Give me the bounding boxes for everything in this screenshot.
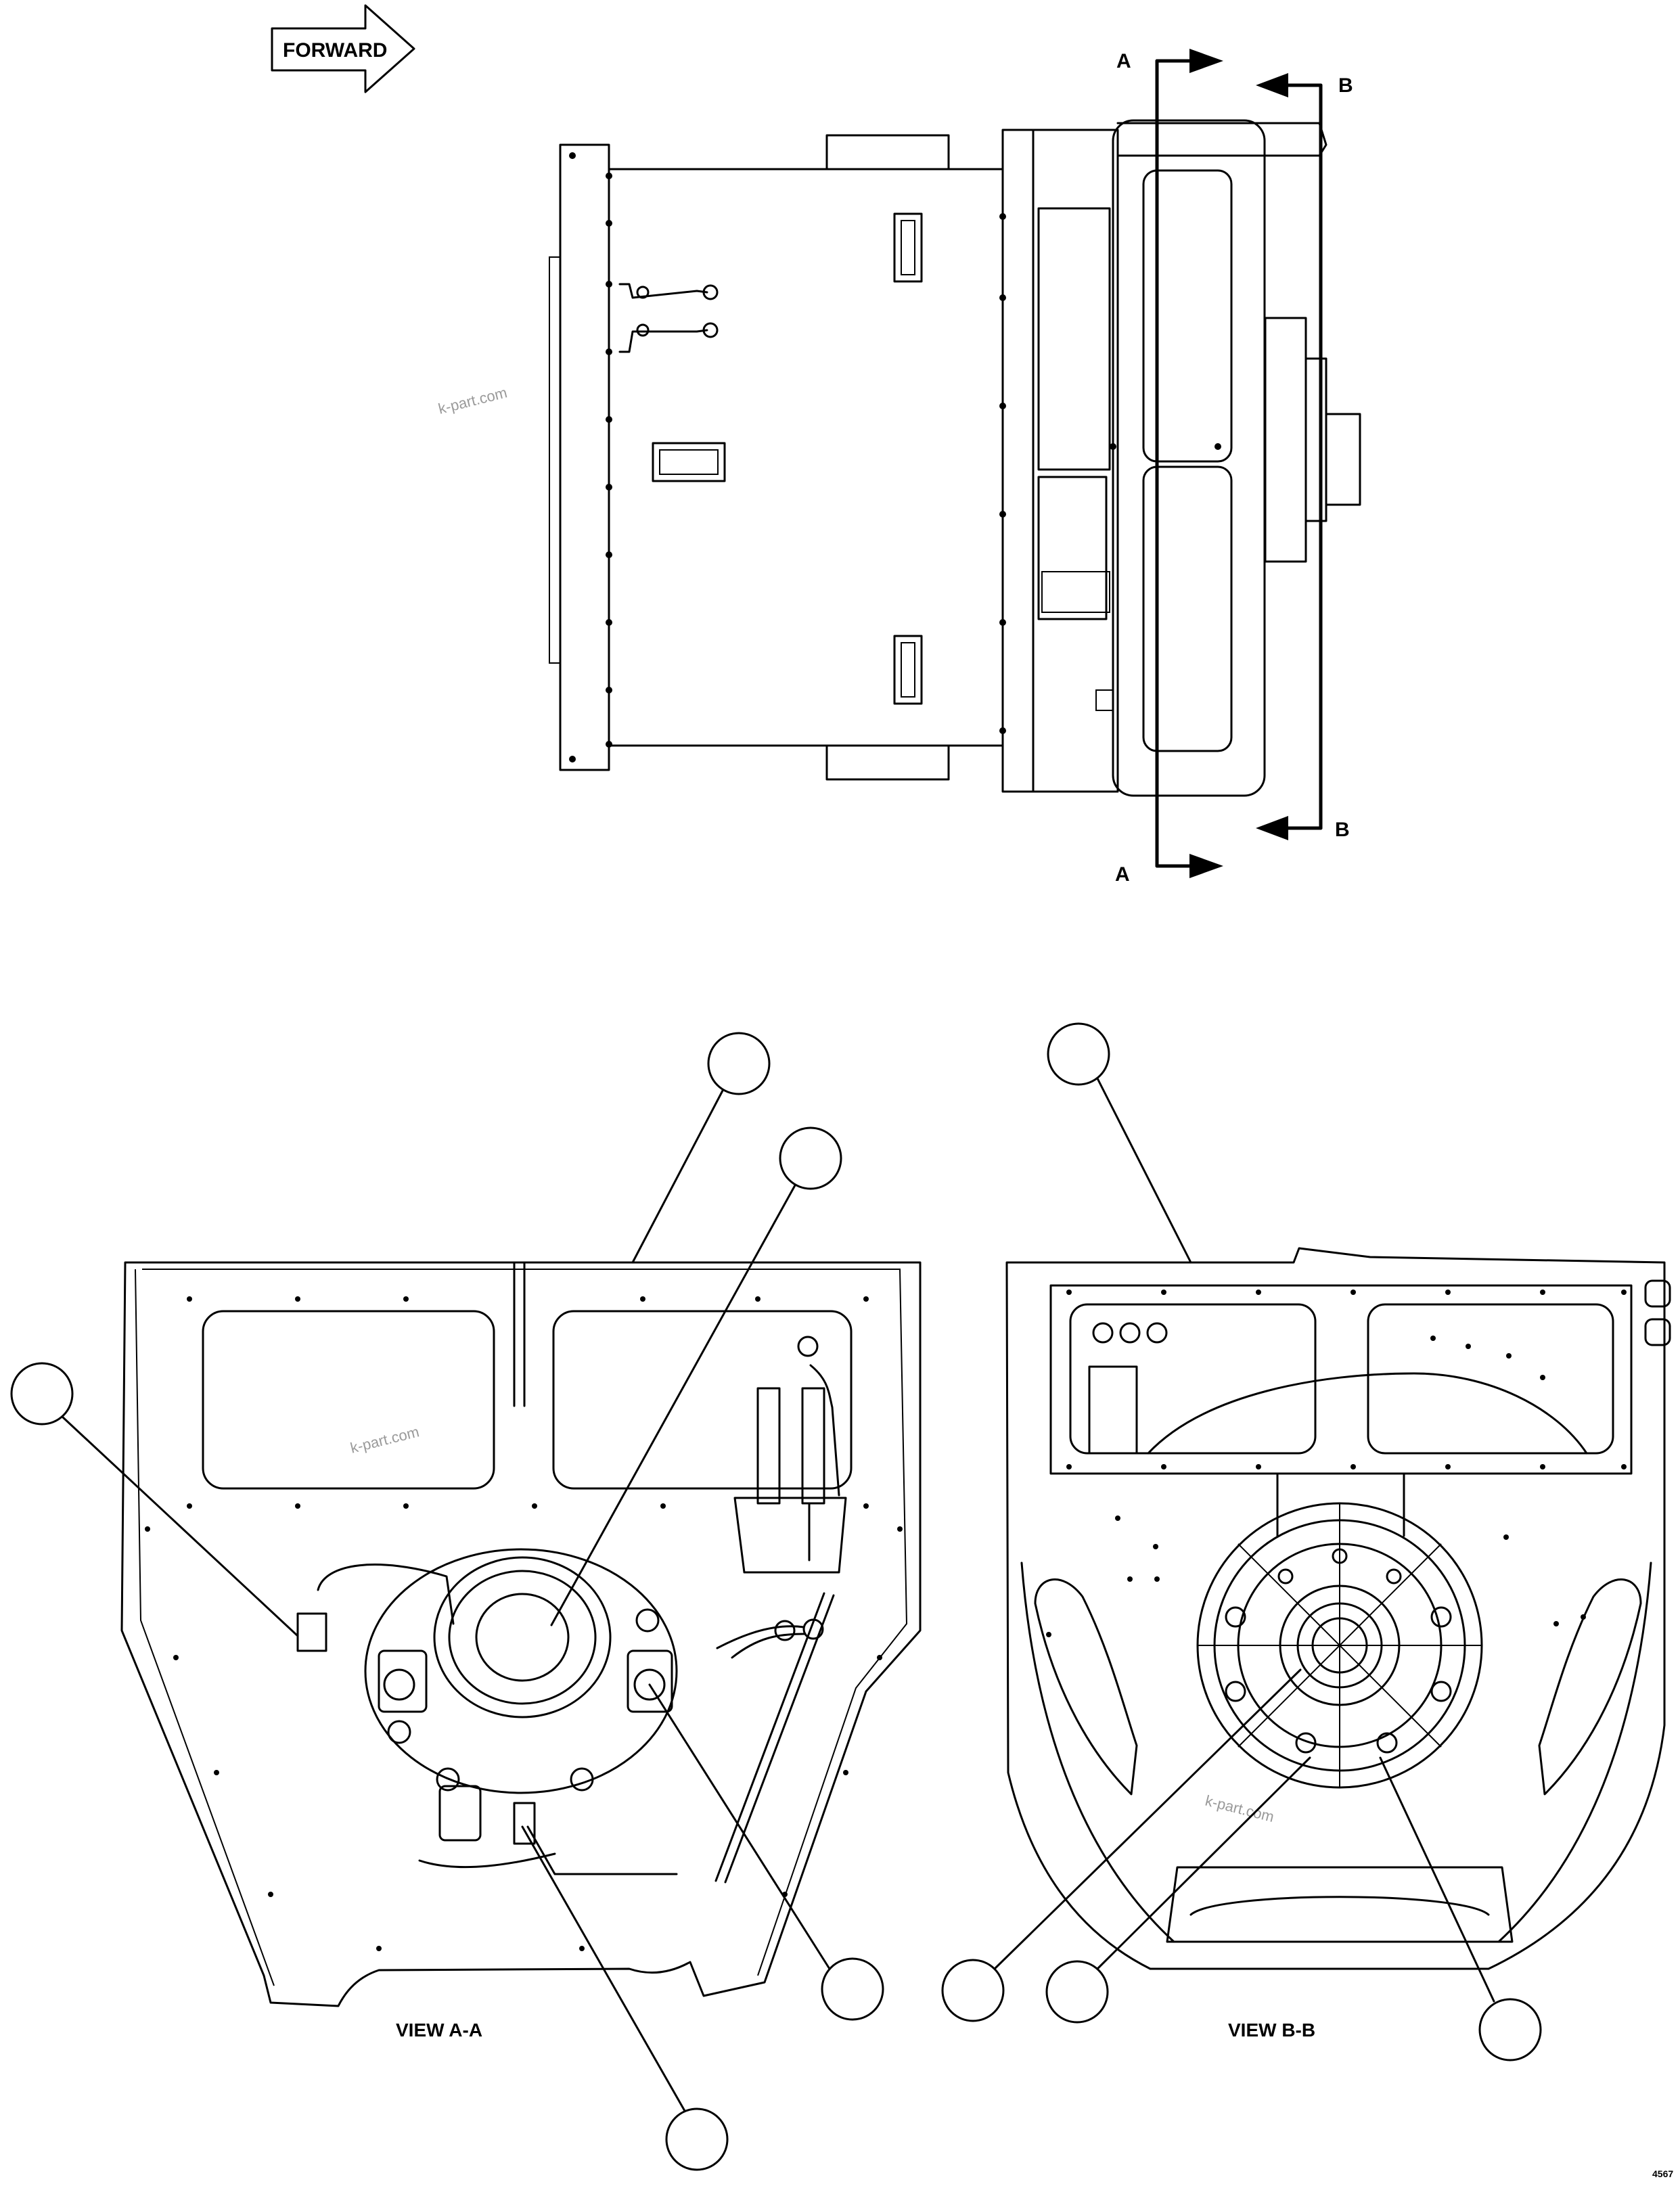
callout-balloon: [1045, 1960, 1109, 2024]
callout-balloon: [1047, 1022, 1110, 1086]
callout-balloon: [707, 1032, 771, 1095]
view-a-caption: VIEW A-A: [396, 2020, 482, 2041]
sheet-id: 4567: [1652, 2168, 1673, 2179]
section-b-top: B: [1338, 74, 1353, 97]
view-a-holes: [145, 1296, 903, 1951]
section-a-top: A: [1116, 50, 1131, 72]
view-b-caption: VIEW B-B: [1228, 2020, 1315, 2041]
watermark-top: k-part.com: [436, 384, 509, 417]
housing-bolts: [999, 213, 1221, 734]
generator-side-view: A A B B k-part.com: [436, 49, 1361, 886]
section-a-bottom: A: [1115, 863, 1130, 886]
callout-balloon: [665, 2107, 729, 2171]
watermark-view-a: k-part.com: [348, 1423, 421, 1456]
flange-bolts: [569, 152, 612, 762]
forward-arrow: FORWARD: [271, 4, 415, 93]
callout-balloons: [10, 1022, 1542, 2171]
callout-balloon: [941, 1959, 1005, 2022]
forward-label: FORWARD: [283, 39, 387, 62]
callout-balloon: [1478, 1998, 1542, 2061]
view-b-holes: [1046, 1290, 1627, 1637]
callout-balloon: [821, 1957, 884, 2021]
section-b-bottom: B: [1335, 819, 1350, 841]
view-b-b: k-part.com VIEW B-B: [1005, 1247, 1671, 2041]
watermark-view-b: k-part.com: [1204, 1792, 1276, 1825]
callout-balloon: [10, 1362, 74, 1426]
callout-balloon: [779, 1126, 842, 1190]
